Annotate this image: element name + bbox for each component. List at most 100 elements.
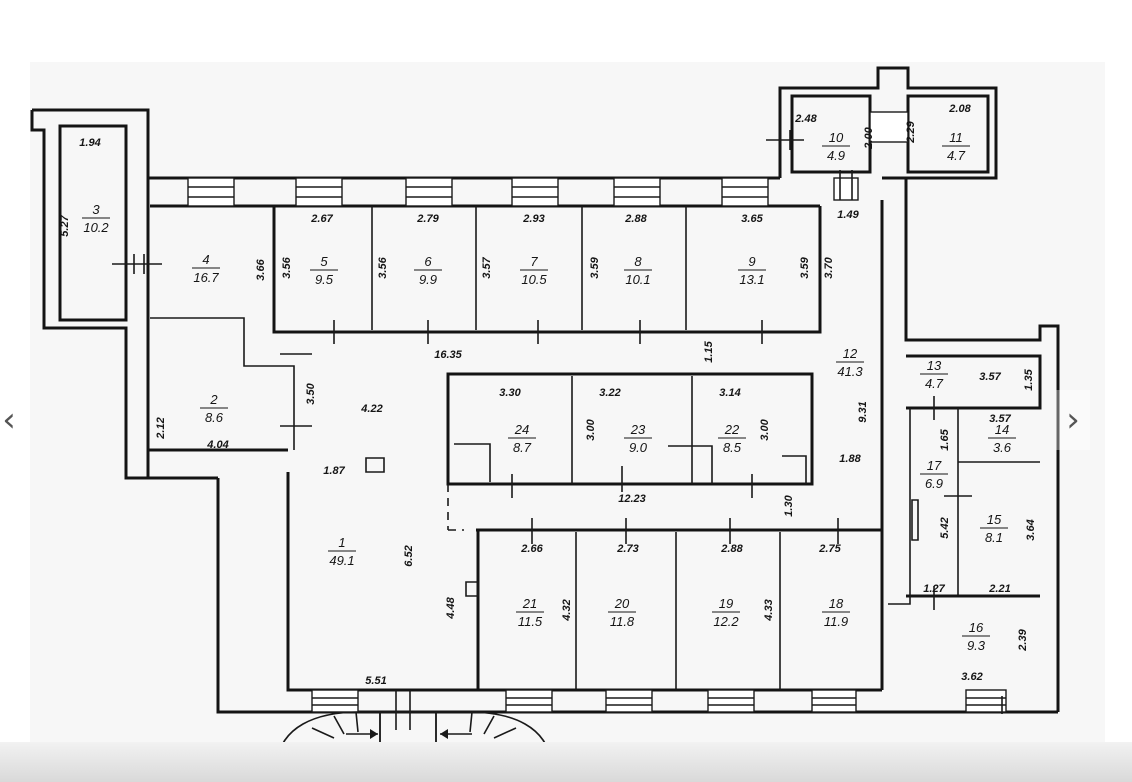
room-area: 4.9: [827, 148, 845, 163]
room-area: 8.6: [205, 410, 224, 425]
room-area: 49.1: [329, 553, 354, 568]
room-number: 22: [724, 422, 740, 437]
dimension-label: 5.27: [59, 214, 71, 236]
room-16-label: 169.3: [962, 620, 990, 653]
room-area: 8.5: [723, 440, 742, 455]
room-20-label: 20 11.8: [608, 596, 636, 629]
dimension-label: 3.59: [799, 256, 811, 278]
room-13-label: 134.7: [920, 358, 948, 391]
dimension-label: 2.93: [522, 213, 544, 225]
dimension-label: 1.27: [923, 583, 945, 595]
dimension-label: 2.88: [624, 213, 647, 225]
room-number: 18: [829, 596, 844, 611]
dimension-label: 4.22: [360, 403, 382, 415]
room-area: 10.5: [521, 272, 547, 287]
room-number: 16: [969, 620, 984, 635]
dimension-label: 3.00: [759, 418, 771, 440]
room-area: 9.0: [629, 440, 648, 455]
room-number: 19: [719, 596, 733, 611]
room-8-label: 810.1: [624, 254, 652, 287]
dimension-label: 2.29: [905, 120, 917, 143]
room-number: 3: [92, 202, 100, 217]
room-number: 23: [630, 422, 646, 437]
room-number: 11: [949, 130, 963, 145]
dimension-label: 4.48: [445, 596, 457, 619]
dimension-label: 12.23: [618, 493, 646, 505]
dimension-label: 3.22: [599, 387, 620, 399]
room-area: 10.1: [625, 272, 650, 287]
chevron-left-icon: ‹: [2, 400, 16, 440]
bottom-blur-strip: [0, 742, 1132, 782]
dimension-label: 3.65: [741, 213, 763, 225]
windows: [187, 111, 1007, 713]
dimension-label: 3.30: [499, 387, 521, 399]
dimension-label: 2.08: [948, 103, 971, 115]
dimension-label: 5.51: [365, 675, 386, 687]
dimension-label: 2.66: [520, 543, 543, 555]
room-area: 9.9: [419, 272, 437, 287]
dimension-label: 5.42: [939, 517, 951, 538]
prev-image-button[interactable]: ‹: [0, 390, 26, 450]
dimension-label: 3.57: [481, 256, 493, 278]
next-image-button[interactable]: ›: [1056, 390, 1090, 450]
dimension-label: 3.57: [989, 413, 1011, 425]
room-number: 20: [614, 596, 630, 611]
room-number: 2: [209, 392, 218, 407]
room-number: 4: [202, 252, 209, 267]
dimension-label: 1.88: [839, 453, 861, 465]
room-4-label: 416.7: [192, 252, 220, 285]
room-area: 8.1: [985, 530, 1003, 545]
dimension-label: 3.56: [377, 256, 389, 278]
room-number: 13: [927, 358, 942, 373]
room-number: 6: [424, 254, 432, 269]
room-number: 7: [530, 254, 538, 269]
room-number: 1: [338, 535, 345, 550]
dimension-label: 3.50: [305, 382, 317, 404]
room-area: 4.7: [947, 148, 966, 163]
room-area: 10.2: [83, 220, 109, 235]
room-area: 41.3: [837, 364, 863, 379]
room-number: 5: [320, 254, 328, 269]
room-7-label: 710.5: [520, 254, 548, 287]
room-area: 9.3: [967, 638, 986, 653]
room-1-label: 149.1: [328, 535, 356, 568]
dimension-label: 3.14: [719, 387, 740, 399]
room-23-label: 239.0: [624, 422, 652, 455]
room-3-label: 310.2: [82, 202, 110, 235]
interior-walls: [58, 124, 1042, 690]
dimension-label: 2.75: [818, 543, 841, 555]
room-5-label: 59.5: [310, 254, 338, 287]
room-11-label: 114.7: [942, 130, 970, 163]
dimension-label: 3.56: [281, 256, 293, 278]
dimension-label: 3.70: [823, 256, 835, 278]
dimension-label: 3.00: [585, 418, 597, 440]
room-area: 9.5: [315, 272, 334, 287]
dimension-label: 6.52: [403, 545, 415, 566]
dimension-label: 2.79: [416, 213, 439, 225]
room-number: 14: [995, 422, 1009, 437]
room-area: 11.8: [610, 614, 635, 629]
room-number: 21: [522, 596, 537, 611]
room-area: 16.7: [193, 270, 219, 285]
paper-background: [30, 62, 1105, 742]
room-14-label: 143.6: [988, 422, 1016, 455]
room-15-label: 158.1: [980, 512, 1008, 545]
dimension-label: 2.67: [310, 213, 333, 225]
room-22-label: 228.5: [718, 422, 746, 455]
dimension-label: 2.48: [794, 113, 817, 125]
room-area: 8.7: [513, 440, 532, 455]
dimension-label: 2.73: [616, 543, 638, 555]
room-labels: 149.128.6310.2416.759.569.9710.5810.1913…: [82, 130, 1016, 653]
dimension-label: 9.31: [857, 401, 869, 422]
room-area: 6.9: [925, 476, 943, 491]
dimension-labels: 1.945.273.662.673.562.793.562.933.572.88…: [59, 103, 1037, 687]
dimension-label: 16.35: [434, 349, 462, 361]
dimension-label: 2.21: [988, 583, 1010, 595]
room-number: 9: [748, 254, 755, 269]
dimension-label: 1.94: [79, 137, 100, 149]
room-number: 12: [843, 346, 858, 361]
